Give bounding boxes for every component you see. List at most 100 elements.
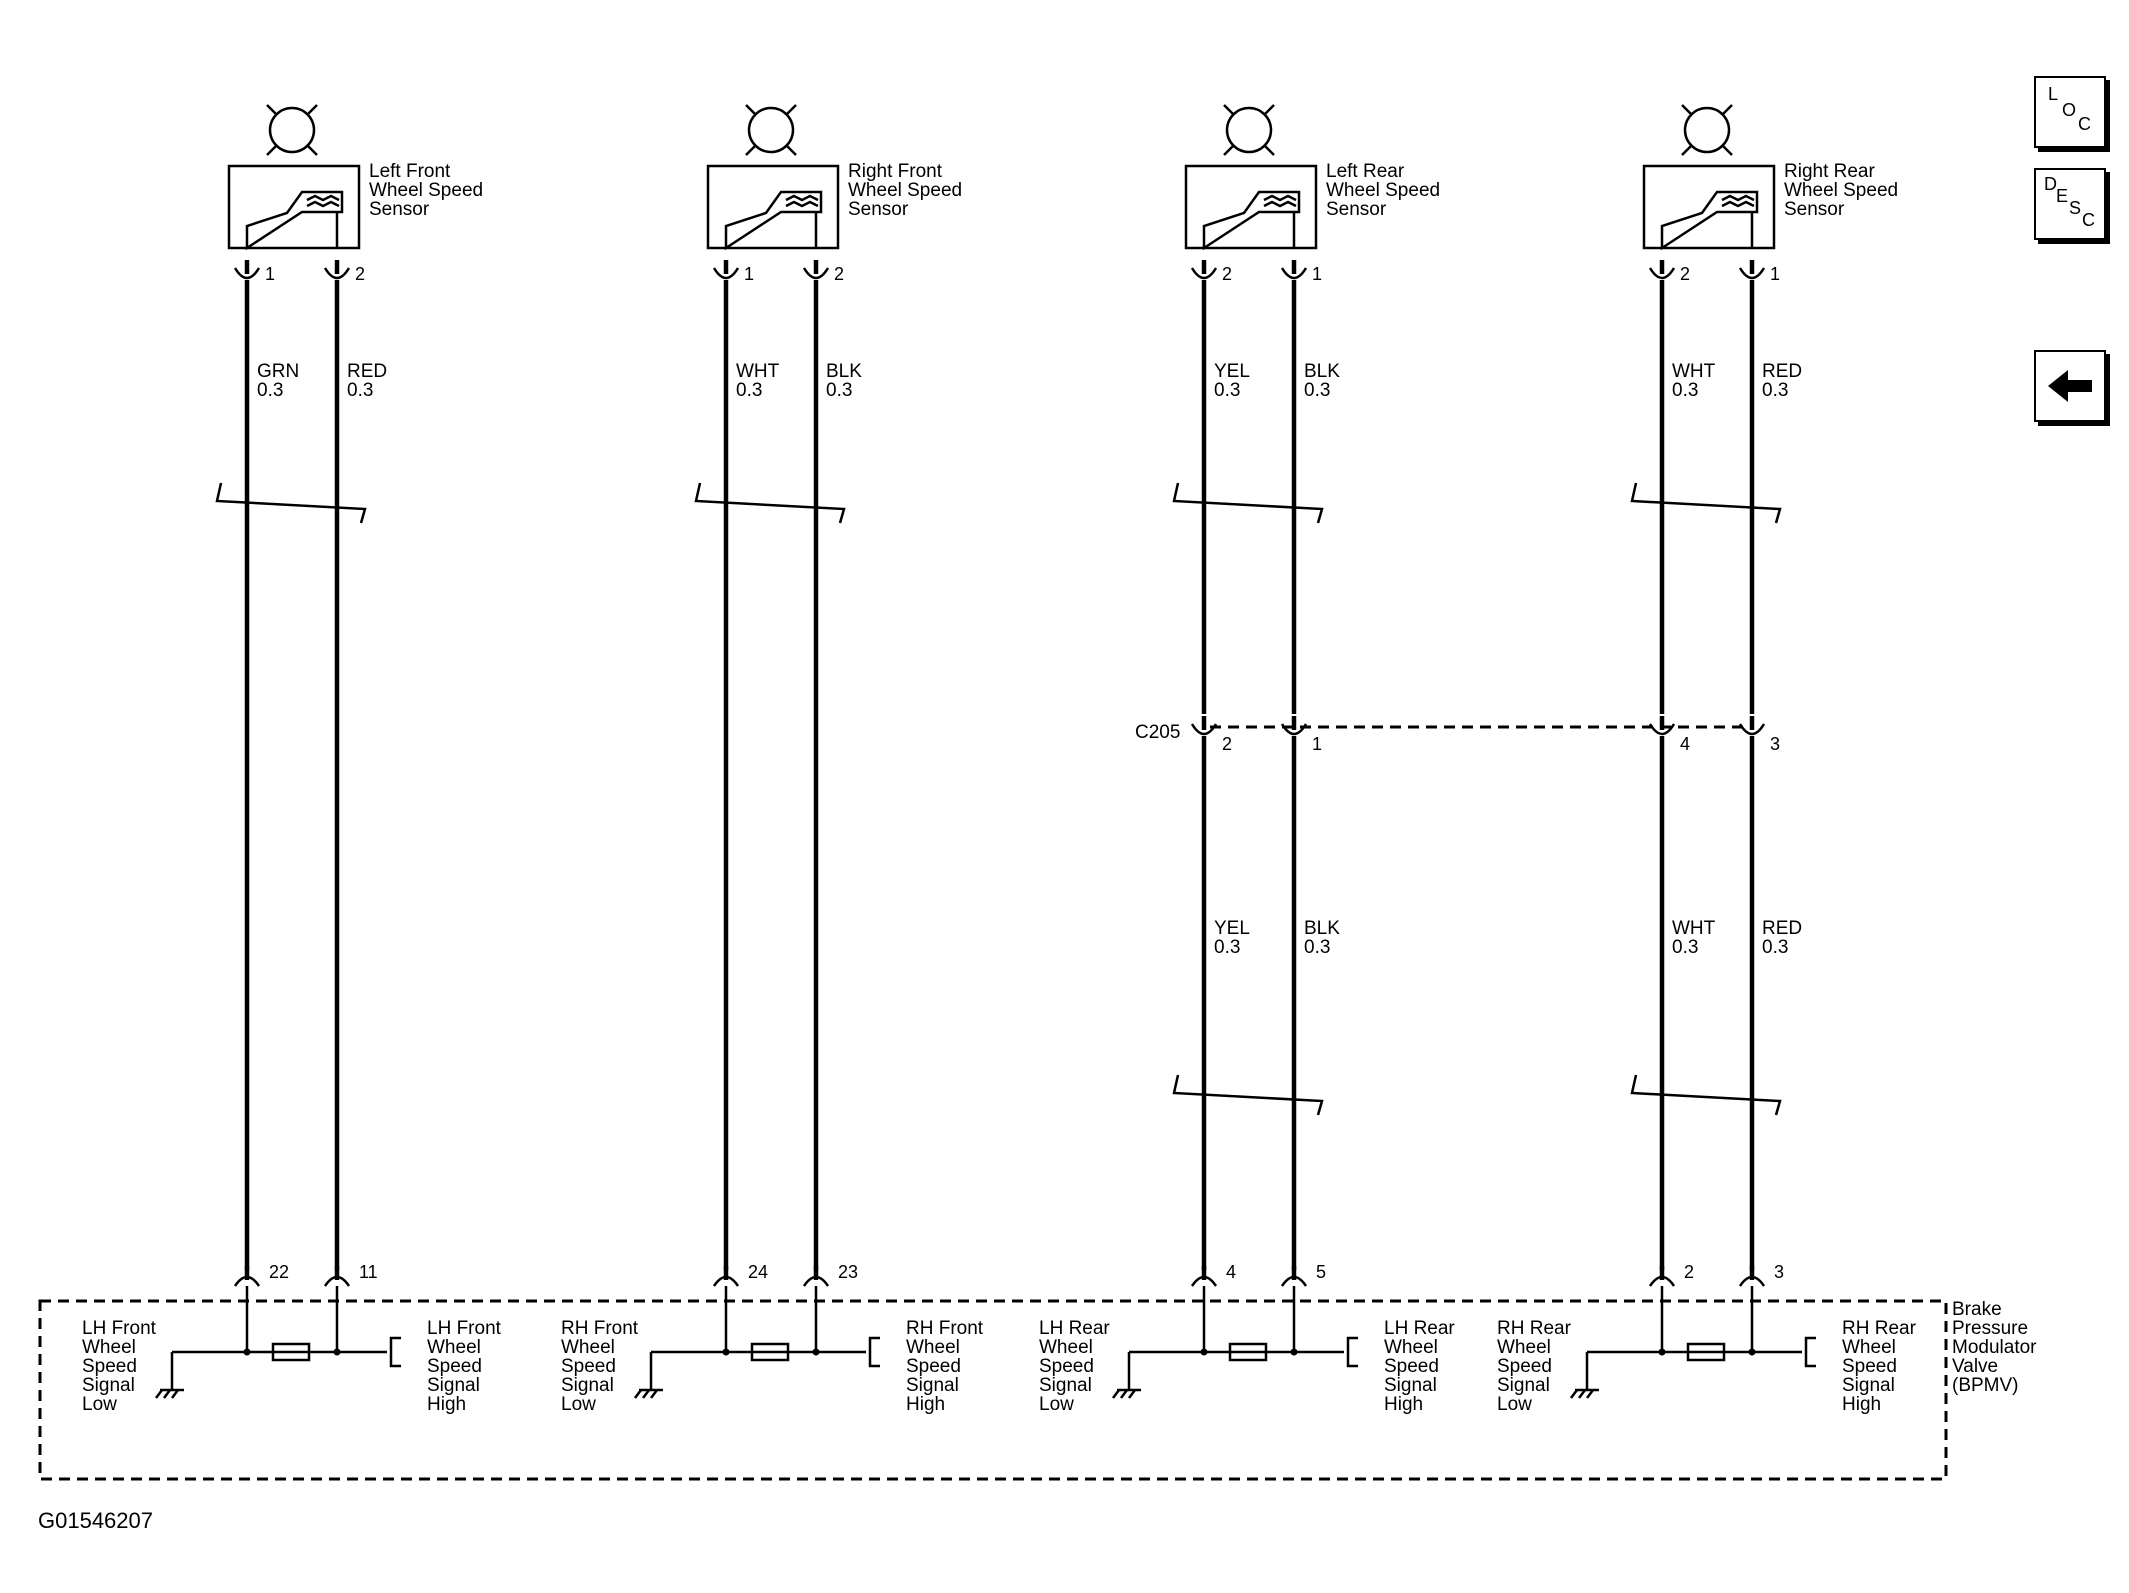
terminal-cup bbox=[1280, 267, 1308, 280]
ground-icon bbox=[634, 1388, 663, 1399]
loc-letter-o: O bbox=[2062, 100, 2077, 120]
wheel-lug bbox=[1263, 144, 1275, 156]
c205-terminal bbox=[1190, 716, 1218, 736]
splice-dot bbox=[1658, 1348, 1666, 1356]
bracket bbox=[1346, 1336, 1358, 1368]
bpmv-terminal bbox=[1738, 1266, 1766, 1287]
bpmv-label: Brake Pressure Modulator Valve (BPMV) bbox=[1952, 1299, 2042, 1396]
back-button[interactable] bbox=[2034, 350, 2106, 422]
ground-hatch bbox=[1112, 1389, 1120, 1399]
pin-number: 5 bbox=[1316, 1262, 1326, 1282]
loc-letter-l: L bbox=[2048, 84, 2059, 104]
bracket bbox=[868, 1336, 880, 1368]
harness-break-mark bbox=[1630, 1074, 1782, 1116]
figure-id: G01546207 bbox=[38, 1508, 153, 1533]
ground-icon bbox=[155, 1388, 184, 1399]
wheel-icon bbox=[1681, 104, 1733, 156]
sensor-coil-icon bbox=[1721, 194, 1755, 208]
wheel-icon bbox=[266, 104, 318, 156]
sensor-terminal bbox=[1190, 260, 1218, 280]
terminal-cup bbox=[802, 1275, 830, 1287]
terminal-cup bbox=[802, 267, 830, 280]
terminal-cup bbox=[1190, 267, 1218, 280]
sensor-element-icon bbox=[1202, 190, 1301, 251]
bracket bbox=[389, 1336, 401, 1368]
sensor-coil-icon bbox=[306, 194, 340, 208]
ground-hatch bbox=[1578, 1389, 1586, 1399]
wheel-speed-sensor-lf bbox=[227, 164, 361, 251]
location-button[interactable]: L O C bbox=[2034, 76, 2106, 148]
terminal-cup bbox=[233, 1275, 261, 1287]
wheel-speed-sensor-rr bbox=[1642, 164, 1776, 251]
wheel-lug bbox=[785, 144, 797, 156]
splice-dot bbox=[243, 1348, 251, 1356]
wheel-circle bbox=[268, 106, 316, 154]
harness-break-mark bbox=[215, 482, 367, 524]
c205-terminal bbox=[1738, 716, 1766, 736]
pin-number: 3 bbox=[1770, 734, 1780, 754]
sensor-box bbox=[227, 164, 361, 250]
wheel-lug bbox=[1721, 144, 1733, 156]
bpmv-terminal bbox=[802, 1266, 830, 1287]
pin-number: 2 bbox=[355, 264, 365, 284]
terminal-cup bbox=[323, 267, 351, 280]
pin-number: 22 bbox=[269, 1262, 289, 1282]
wheel-lug bbox=[266, 144, 278, 156]
pin-number: 2 bbox=[1684, 1262, 1694, 1282]
desc-letter-e: E bbox=[2056, 186, 2069, 206]
harness-break-mark bbox=[694, 482, 846, 524]
resistor-icon bbox=[271, 1342, 311, 1362]
harness-break-mark bbox=[1172, 1074, 1324, 1116]
ground-hatch bbox=[650, 1389, 658, 1399]
wheel-circle bbox=[747, 106, 795, 154]
wheel-circle bbox=[1225, 106, 1273, 154]
bpmv-terminal bbox=[712, 1266, 740, 1287]
arrow-left-icon bbox=[2048, 370, 2092, 402]
harness-break-mark bbox=[1172, 482, 1324, 524]
sensor-terminal bbox=[323, 260, 351, 280]
bpmv-terminal bbox=[1190, 1266, 1218, 1287]
sensor-terminal bbox=[1738, 260, 1766, 280]
pin-number: 24 bbox=[748, 1262, 768, 1282]
wheel-lug bbox=[785, 104, 797, 116]
wheel-lug bbox=[1223, 104, 1235, 116]
wheel-icon bbox=[1223, 104, 1275, 156]
sensor-terminal bbox=[802, 260, 830, 280]
wheel-lug bbox=[1721, 104, 1733, 116]
terminal-cup bbox=[1280, 723, 1308, 736]
ground-hatch bbox=[1128, 1389, 1136, 1399]
wheel-lug bbox=[306, 104, 318, 116]
splice-dot bbox=[722, 1348, 730, 1356]
terminal-cup bbox=[1738, 1275, 1766, 1287]
terminal-cup bbox=[1190, 1275, 1218, 1287]
desc-letter-d: D bbox=[2044, 174, 2057, 194]
wheel-lug bbox=[1263, 104, 1275, 116]
wheel-lug bbox=[266, 104, 278, 116]
ground-hatch bbox=[1120, 1389, 1128, 1399]
terminal-cup bbox=[1738, 267, 1766, 280]
terminal-cup bbox=[1648, 267, 1676, 280]
description-button[interactable]: D E S C bbox=[2034, 168, 2106, 240]
wheel-lug bbox=[1681, 144, 1693, 156]
pin-number: 4 bbox=[1226, 1262, 1236, 1282]
resistor-icon bbox=[1686, 1342, 1726, 1362]
resistor-icon bbox=[1228, 1342, 1268, 1362]
pin-number: 4 bbox=[1680, 734, 1690, 754]
c205-terminal bbox=[1648, 716, 1676, 736]
